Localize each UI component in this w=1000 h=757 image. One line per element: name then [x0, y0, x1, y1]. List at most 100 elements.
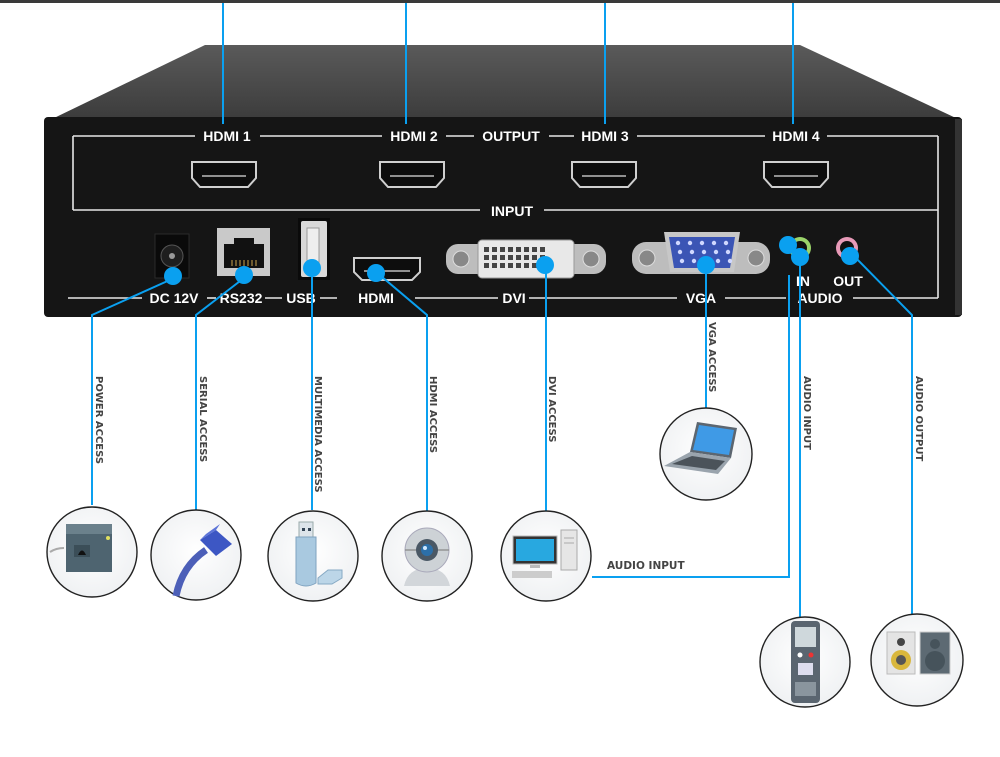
label-hdmi-access: HDMI ACCESS	[427, 376, 438, 453]
input-port-label-dc: DC 12V	[149, 290, 199, 306]
label-audio-output: AUDIO OUTPUT	[913, 376, 924, 461]
vga-port[interactable]	[632, 232, 770, 274]
vga-pin	[679, 258, 685, 264]
dvi-pin	[492, 247, 497, 252]
webcam-icon	[404, 527, 450, 586]
dvi-pin	[532, 255, 537, 260]
vga-pin	[723, 240, 729, 246]
dvi-pin	[484, 263, 489, 268]
dvi-pin	[516, 263, 521, 268]
output-port-label-hdmi-1: HDMI 1	[203, 128, 251, 144]
dvi-pin	[492, 263, 497, 268]
device-top-surface	[52, 45, 958, 119]
vga-pin	[677, 249, 683, 255]
vga-pin	[689, 249, 695, 255]
audio-in-label: IN	[796, 273, 810, 289]
hdmi-output-port-4[interactable]	[763, 161, 829, 188]
dvi-pin	[532, 247, 537, 252]
label-dvi-access: DVI ACCESS	[546, 376, 557, 442]
connection-lines	[91, 3, 913, 622]
power-adapter-icon	[49, 524, 112, 572]
dot-dvi	[536, 256, 554, 274]
voice-recorder-icon	[791, 621, 820, 703]
dvi-pin	[508, 263, 513, 268]
dot-usb	[303, 259, 321, 277]
dot-audio-in-a	[779, 236, 797, 254]
dvi-pin	[524, 255, 529, 260]
hdmi-input-port[interactable]	[353, 257, 421, 281]
hdmi-output-port-1[interactable]	[191, 161, 257, 188]
dvi-pin	[540, 247, 545, 252]
input-section-label: INPUT	[491, 203, 533, 219]
usb-drive-icon	[295, 521, 343, 587]
output-port-label-hdmi-3: HDMI 3	[581, 128, 629, 144]
dvi-pin	[516, 247, 521, 252]
network-cable-icon	[172, 524, 232, 597]
vga-pin	[711, 240, 717, 246]
vga-pin	[699, 240, 705, 246]
dvi-pin	[484, 255, 489, 260]
dvi-pin	[524, 247, 529, 252]
vga-pin	[715, 258, 721, 264]
output-port-label-hdmi-2: HDMI 2	[390, 128, 438, 144]
vga-pin	[687, 240, 693, 246]
dvi-port[interactable]	[446, 239, 606, 279]
dc-12v-port[interactable]	[154, 233, 190, 279]
input-port-label-rs232: RS232	[220, 290, 263, 306]
input-port-label-hdmi: HDMI	[358, 290, 394, 306]
output-port-label-hdmi-4: HDMI 4	[772, 128, 820, 144]
power-adapter-device	[46, 506, 138, 598]
dot-audio-in-b	[791, 248, 809, 266]
input-port-label-dvi: DVI	[502, 290, 525, 306]
dvi-pin	[484, 247, 489, 252]
usb-drive-device	[267, 510, 359, 602]
input-port-label-usb: USB	[286, 290, 316, 306]
dot-audio-out	[841, 247, 859, 265]
vga-pin	[725, 249, 731, 255]
rs232-port[interactable]	[217, 228, 270, 276]
desktop-computer-icon	[512, 529, 578, 578]
audio-group-label: AUDIO	[797, 290, 842, 306]
laptop-device	[659, 407, 753, 501]
dvi-pin	[508, 255, 513, 260]
vga-pin	[691, 258, 697, 264]
output-section-label: OUTPUT	[482, 128, 540, 144]
dvi-pin	[508, 247, 513, 252]
input-port-label-vga: VGA	[686, 290, 716, 306]
voice-recorder-device	[759, 616, 851, 708]
label-multimedia-access: MULTIMEDIA ACCESS	[312, 376, 323, 493]
device-side-edge	[955, 119, 962, 315]
dvi-pin	[492, 255, 497, 260]
dvi-pin	[500, 247, 505, 252]
dvi-pin	[532, 263, 537, 268]
network-cable-device	[150, 509, 242, 601]
vga-pin	[675, 240, 681, 246]
connection-dots	[164, 236, 859, 285]
label-audio-input: AUDIO INPUT	[801, 376, 812, 450]
label-audio-input-from-pc: AUDIO INPUT	[607, 560, 685, 572]
label-vga-access: VGA ACCESS	[706, 322, 717, 392]
speakers-icon	[886, 631, 951, 675]
dot-hdmi	[367, 264, 385, 282]
dvi-pin	[516, 255, 521, 260]
vga-pin	[713, 249, 719, 255]
hdmi-output-port-2[interactable]	[379, 161, 445, 188]
audio-out-label: OUT	[833, 273, 863, 289]
dvi-pin	[500, 263, 505, 268]
dot-rs232	[235, 266, 253, 284]
hdmi-output-port-3[interactable]	[571, 161, 637, 188]
desktop-computer-device	[500, 510, 592, 602]
laptop-icon	[664, 422, 737, 474]
speakers-device	[870, 613, 964, 707]
dvi-pin	[500, 255, 505, 260]
dvi-pin	[524, 263, 529, 268]
webcam-device	[381, 510, 473, 602]
top-bar	[0, 0, 1000, 3]
dot-dc	[164, 267, 182, 285]
label-serial-access: SERIAL ACCESS	[197, 376, 208, 462]
vga-pin	[727, 258, 733, 264]
label-power-access: POWER ACCESS	[93, 376, 104, 464]
vga-pin	[701, 249, 707, 255]
dot-vga	[697, 256, 715, 274]
